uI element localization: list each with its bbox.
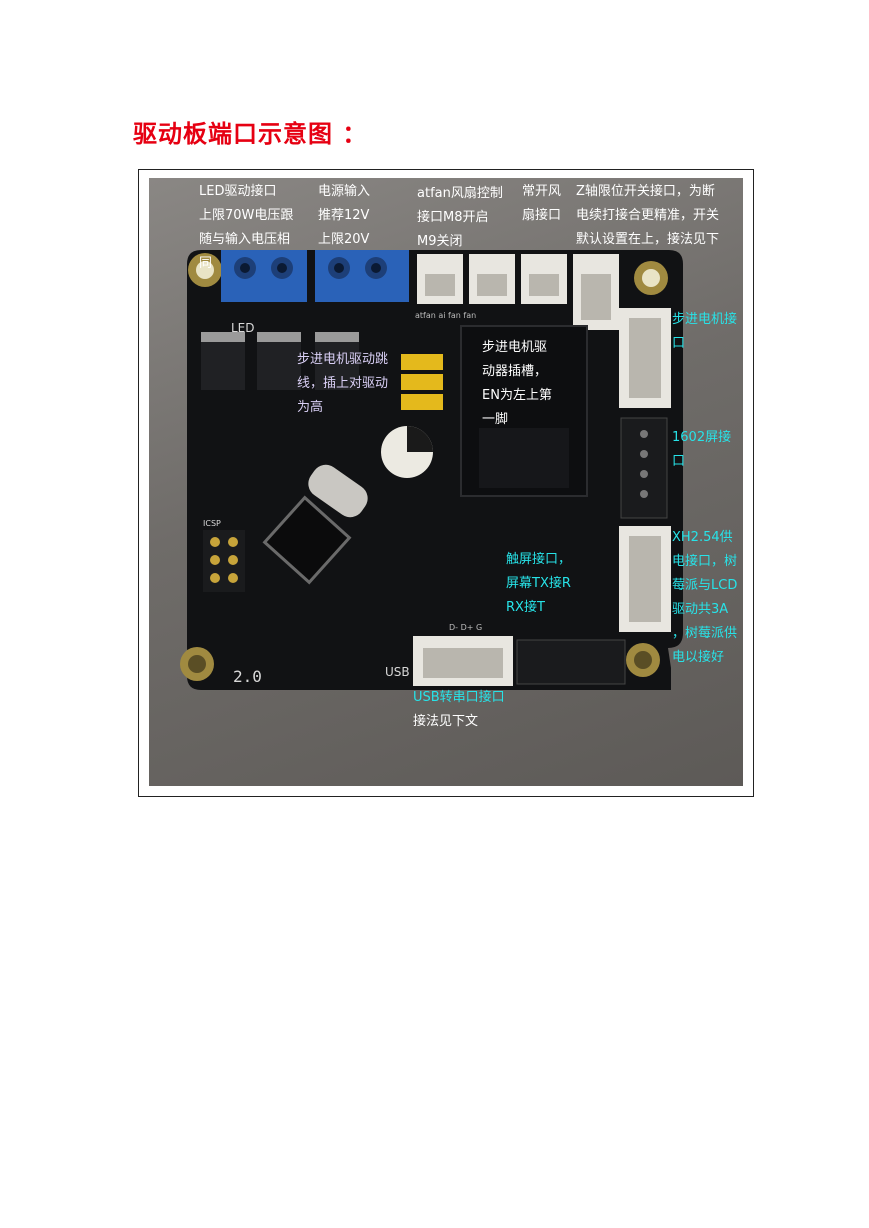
power-terminal-block xyxy=(315,250,409,302)
label-xh-power: XH2.54供 电接口，树 莓派与LCD 驱动共3A ，树莓派供 电以接好 xyxy=(672,530,738,665)
icsp-header xyxy=(203,530,245,592)
label-power-input: 电源输入 推荐12V 上限20V xyxy=(318,184,371,247)
crystal xyxy=(308,464,368,518)
lcd1602-header xyxy=(620,417,668,519)
label-fan-always-on: 常开风 扇接口 xyxy=(522,184,562,223)
label-stepper-port: 步进电机接 口 xyxy=(672,312,738,351)
label-z-limit: Z轴限位开关接口，为断 电续打接合更精准，开关 默认设置在上，接法见下 xyxy=(576,184,720,247)
label-stepper-slot: 步进电机驱 动器插槽， EN为左上第 一脚 xyxy=(482,340,552,427)
pcb-illustration: 2.0 LED USB ICSP atfan ai fan fan D- D+ … xyxy=(180,250,683,690)
silk-icsp: ICSP xyxy=(203,519,221,528)
silk-fan: atfan ai fan fan xyxy=(415,311,476,320)
label-usb-serial: USB转串口接口 xyxy=(413,690,505,705)
label-atfan: atfan风扇控制 接口M8开启 M9关闭 xyxy=(417,186,503,249)
label-touch: 触屏接口， 屏幕TX接R RX接T xyxy=(506,552,572,615)
label-usb-note: 接法见下文 xyxy=(413,714,479,729)
document-title: 驱动板端口示意图 ： xyxy=(133,120,368,148)
stepper-driver-socket xyxy=(460,325,588,497)
silk-led: LED xyxy=(231,321,255,335)
mosfets xyxy=(201,332,359,390)
label-led-port: LED驱动接口 上限70W电压跟 随与输入电压相 同 xyxy=(199,184,294,271)
usb-serial-connector xyxy=(413,636,513,686)
silk-version: 2.0 xyxy=(233,667,262,686)
xh254-power-connector xyxy=(619,526,671,632)
label-lcd1602: 1602屏接 口 xyxy=(672,430,732,469)
silk-usb: USB xyxy=(385,665,410,679)
silk-pins: D- D+ G xyxy=(449,623,482,632)
capacitor xyxy=(381,426,433,478)
mcu-chip xyxy=(262,495,352,585)
label-stepper-jumper: 步进电机驱动跳 线，插上对驱动 为高 xyxy=(297,352,389,415)
board-photo: 2.0 LED USB ICSP atfan ai fan fan D- D+ … xyxy=(149,178,743,786)
touch-header xyxy=(516,639,626,685)
stepper-jumpers xyxy=(401,354,443,410)
stepper-motor-connector xyxy=(619,308,671,408)
led-terminal-block xyxy=(221,250,307,302)
